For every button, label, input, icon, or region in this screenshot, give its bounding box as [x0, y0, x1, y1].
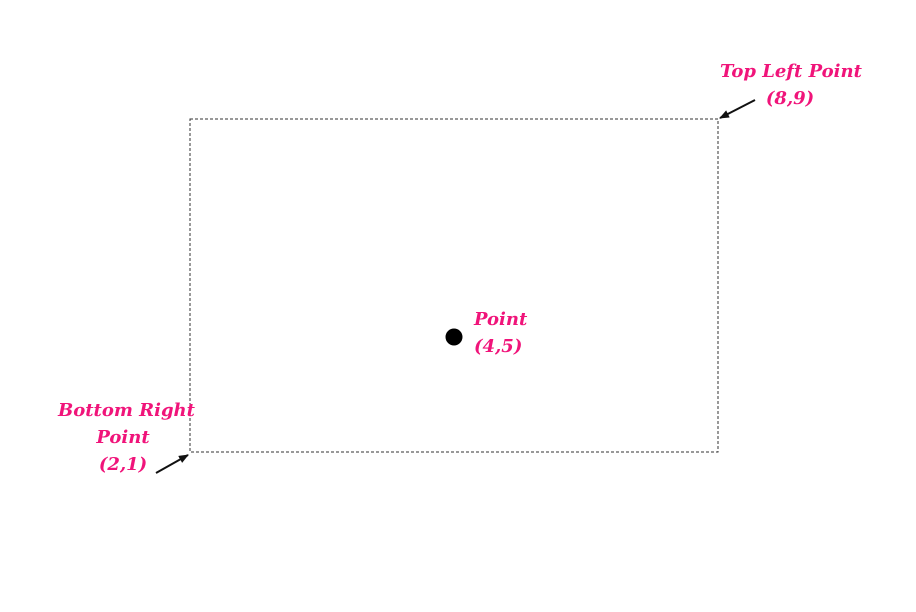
- top-left-point-title: Top Left Point: [720, 61, 862, 82]
- top-left-point-label: Top Left Point (8,9): [720, 58, 862, 112]
- center-point: [445, 328, 463, 346]
- point-coords: (4,5): [474, 336, 523, 357]
- bounding-rectangle: [189, 118, 719, 453]
- bottom-right-point-label: Bottom Right Point (2,1): [58, 397, 195, 478]
- top-left-point-coords: (8,9): [765, 88, 815, 109]
- top-left-arrow: [719, 99, 756, 119]
- point-label: Point (4,5): [474, 306, 534, 360]
- bottom-right-arrow: [155, 454, 189, 474]
- point-title: Point: [474, 309, 528, 330]
- bottom-right-point-title: Bottom Right: [58, 400, 195, 421]
- bottom-right-point-word: Point: [96, 427, 150, 448]
- bottom-right-point-coords: (2,1): [98, 454, 148, 475]
